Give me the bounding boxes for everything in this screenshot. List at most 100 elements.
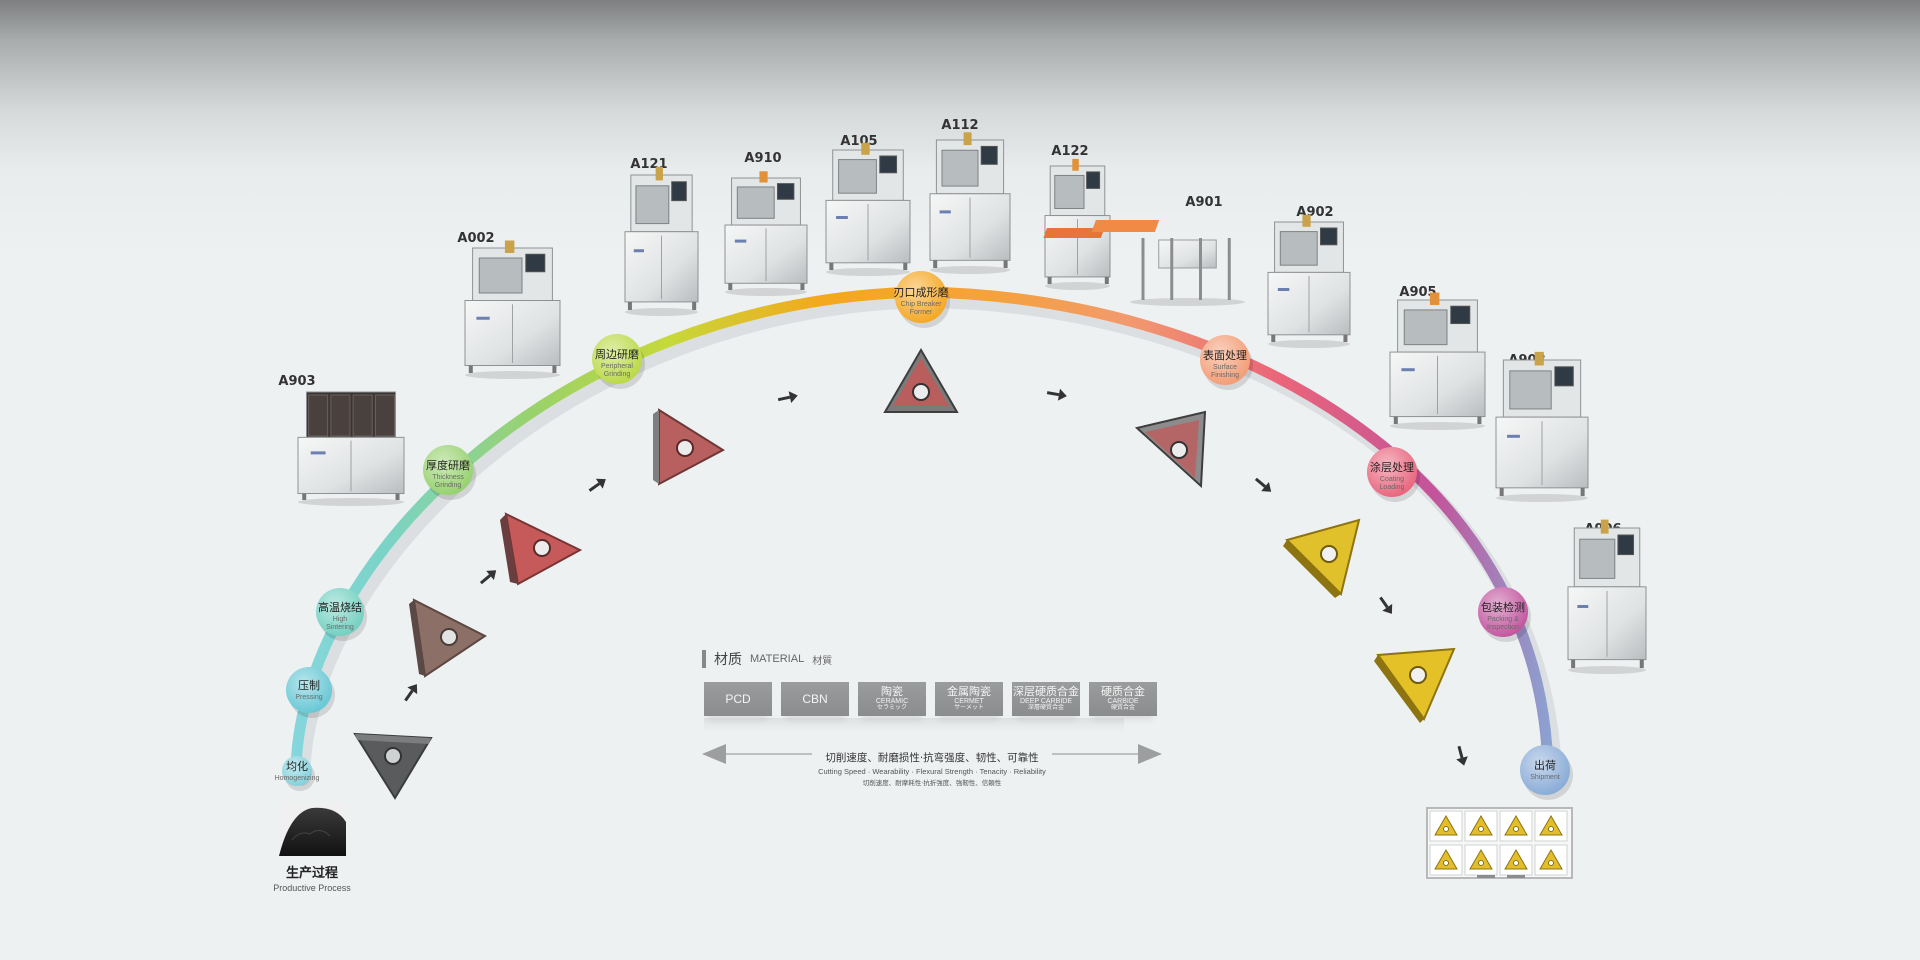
machine-label: A903	[278, 374, 315, 389]
machine-label: A112	[941, 118, 978, 133]
machine-monitor	[879, 155, 898, 174]
machine-foot	[1571, 659, 1576, 668]
machine-badge	[1507, 434, 1520, 438]
machine-foot	[1047, 276, 1052, 284]
tray-insert-hole	[1478, 860, 1484, 866]
machine-spindle	[1600, 519, 1609, 534]
machine-a906: A906	[1567, 519, 1647, 674]
packaged-inserts-tray	[1426, 807, 1573, 879]
machine-badge	[633, 249, 644, 253]
machine-badge	[1401, 368, 1415, 372]
process-node-label-en: Grinding	[604, 371, 631, 378]
machine-badge	[1277, 288, 1290, 291]
material-grade-jp: セラミック	[876, 704, 907, 712]
machine-label: A122	[1051, 144, 1088, 159]
machine-foot	[829, 262, 834, 270]
process-node-label-en: Thickness	[432, 474, 464, 481]
process-node-shine	[282, 756, 312, 786]
machine-floor-shadow	[826, 268, 910, 276]
machine-foot	[552, 365, 557, 373]
machine-spindle	[1302, 214, 1311, 227]
process-node-label-en: Packing &	[1487, 616, 1519, 623]
machine-foot	[1393, 416, 1398, 424]
process-node-shine	[316, 588, 364, 636]
process-node-label-en: Grinding	[435, 482, 462, 489]
process-node-label-cn: 涂层处理	[1370, 460, 1414, 474]
material-header-bar	[702, 650, 706, 668]
machine-spindle	[1072, 158, 1079, 171]
machine-window	[838, 159, 877, 194]
insert-chip-breaker	[883, 348, 959, 413]
material-grade-cbn: CBN	[781, 682, 849, 716]
machine-foot	[728, 283, 733, 290]
machine-label: A902	[1296, 205, 1333, 220]
arrow-8	[1456, 745, 1468, 766]
material-title-cn: 材质	[714, 652, 742, 668]
process-node-shine	[1520, 745, 1570, 795]
process-node-shine	[286, 667, 332, 713]
machine-a105: A105	[825, 134, 911, 276]
process-node-label-cn: 厚度研磨	[426, 458, 470, 472]
tray-insert-hole	[1443, 860, 1449, 866]
arrow-4	[777, 391, 798, 404]
machine-monitor	[776, 183, 795, 200]
tray-insert	[1534, 810, 1568, 842]
material-axis-label-cn: 切削速度、耐磨损性·抗弯强度、韧性、可靠性	[825, 752, 1039, 764]
machine-badge	[734, 239, 747, 243]
process-node-shine	[1367, 447, 1417, 497]
process-node-label-en: Inspection	[1487, 624, 1519, 631]
machine-leg	[1170, 238, 1174, 300]
machine-window	[1279, 231, 1318, 266]
process-node-shine	[1478, 587, 1528, 637]
machine-foot	[468, 365, 473, 373]
powder-image	[279, 803, 346, 856]
machine-a901: A901	[1043, 195, 1245, 306]
tray-insert-hole	[1548, 826, 1554, 832]
machine-label: A105	[840, 134, 877, 149]
tray-insert	[1464, 844, 1498, 876]
machine-a910: A910	[724, 151, 808, 296]
tray-tab	[1477, 875, 1495, 878]
material-grade-jp: サーメット	[954, 704, 984, 712]
arrow-2	[479, 570, 497, 585]
process-node-label-en: High	[333, 616, 348, 623]
material-grade-cn: PCD	[725, 691, 751, 706]
machine-spindle	[504, 240, 515, 253]
material-axis-label-jp: 切削速度、耐摩耗性·抗折強度、強靭性、信頼性	[862, 779, 1002, 787]
tray-cell	[1499, 844, 1533, 876]
productive-process-cn: 生产过程	[285, 866, 338, 881]
axis-left-arrow	[702, 744, 726, 764]
machine-a122: A122	[1044, 144, 1111, 290]
material-grade-en: CERMET	[954, 697, 984, 705]
machine-window	[478, 257, 523, 294]
machine-floor-shadow	[1390, 422, 1485, 430]
insert-packed	[1374, 647, 1456, 723]
arrow-7	[1379, 596, 1393, 614]
machine-monitor	[1319, 227, 1338, 246]
machine-a002: A002	[457, 231, 561, 379]
process-node-shine	[895, 271, 947, 323]
tray-insert-hole	[1548, 860, 1554, 866]
machine-foot	[1499, 487, 1504, 496]
machine-a121: A121	[624, 157, 699, 316]
machine-floor-shadow	[1568, 666, 1646, 674]
machine-leg	[1141, 238, 1145, 300]
machine-floor-shadow	[1496, 494, 1588, 502]
machine-window	[1403, 309, 1448, 346]
tray-insert-hole	[1478, 826, 1484, 832]
process-node-label-en: Chip Breaker	[901, 301, 943, 308]
material-grade-en: CARBIDE	[1107, 697, 1139, 705]
machine-label: A910	[744, 151, 781, 166]
machine-window	[352, 394, 373, 437]
machine-floor-shadow	[625, 308, 698, 316]
process-node-label-cn: 刃口成形磨	[894, 286, 949, 299]
